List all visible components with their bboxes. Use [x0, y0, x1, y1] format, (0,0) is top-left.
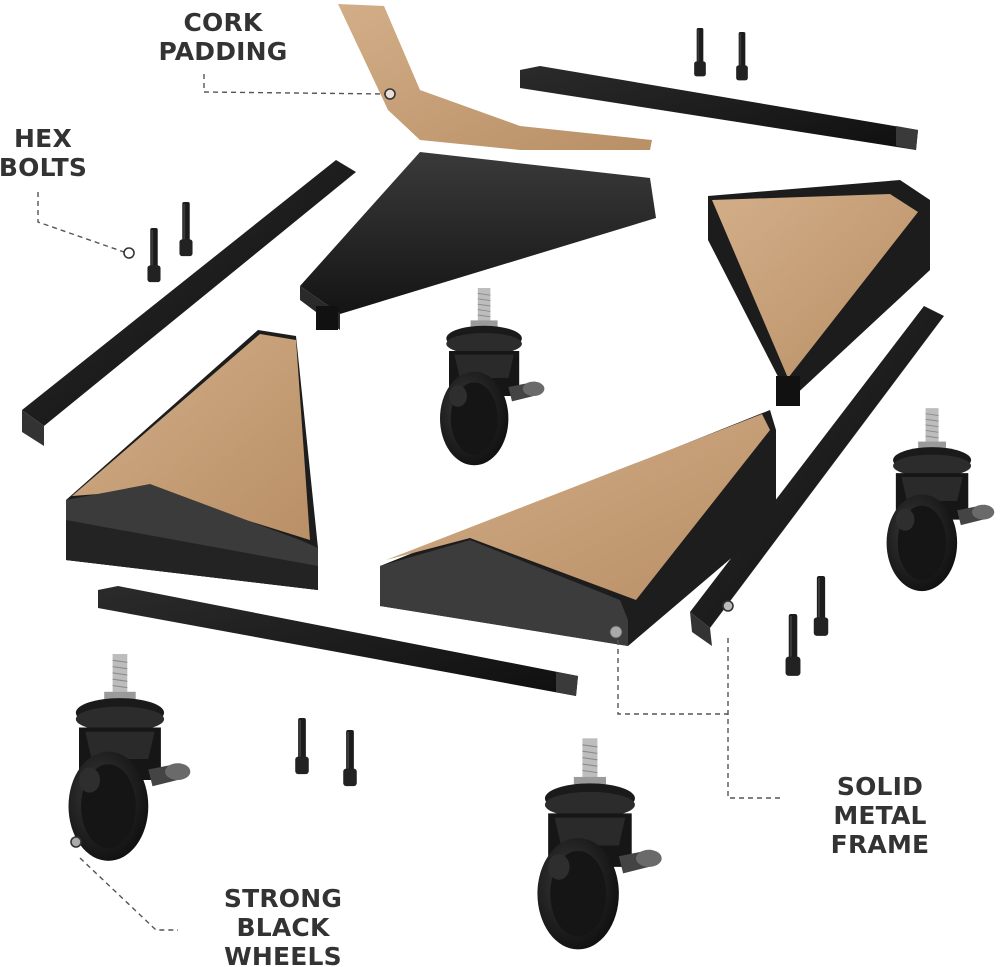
hex-bolt-pair-bottom	[295, 718, 357, 787]
label-hex-bolts: HEX BOLTS	[0, 124, 88, 182]
cork-pad-peeled	[338, 4, 652, 150]
label-solid-metal-frame: SOLID METAL FRAME	[780, 772, 980, 859]
corner-bracket-right-top	[708, 180, 930, 406]
label-cork-padding: CORK PADDING	[158, 8, 288, 66]
label-hex-bolts-line1: HEX	[14, 124, 72, 153]
label-strong-black-wheels: STRONG BLACK WHEELS	[178, 884, 388, 967]
hex-bolt-pair-left	[147, 202, 193, 283]
label-cork-padding-line2: PADDING	[158, 37, 288, 66]
label-strong-black-wheels-line2: BLACK WHEELS	[224, 913, 342, 967]
caster-wheel-right	[886, 407, 995, 592]
corner-bracket-center	[380, 410, 776, 646]
hex-bolt-pair-right	[785, 576, 829, 676]
callout-dots	[70, 88, 734, 848]
caster-wheel-bottom-left	[67, 654, 191, 862]
corner-bracket-top	[300, 152, 656, 330]
label-cork-padding-line1: CORK	[183, 8, 263, 37]
label-solid-metal-frame-line1: SOLID	[836, 772, 924, 801]
label-hex-bolts-line2: BOLTS	[0, 153, 88, 182]
label-strong-black-wheels-line1: STRONG	[223, 884, 343, 913]
callout-lines	[37, 74, 780, 931]
metal-rail-bottom	[98, 586, 578, 696]
metal-rail-left	[22, 160, 356, 446]
metal-rail-right	[690, 306, 944, 646]
corner-bracket-left	[66, 330, 318, 590]
hex-bolt-pair-top	[694, 28, 748, 81]
caster-wheel-center	[439, 288, 545, 466]
metal-rail-top-right	[520, 66, 918, 150]
caster-wheel-bottom-center	[536, 738, 663, 950]
label-solid-metal-frame-line2: METAL FRAME	[830, 801, 930, 859]
